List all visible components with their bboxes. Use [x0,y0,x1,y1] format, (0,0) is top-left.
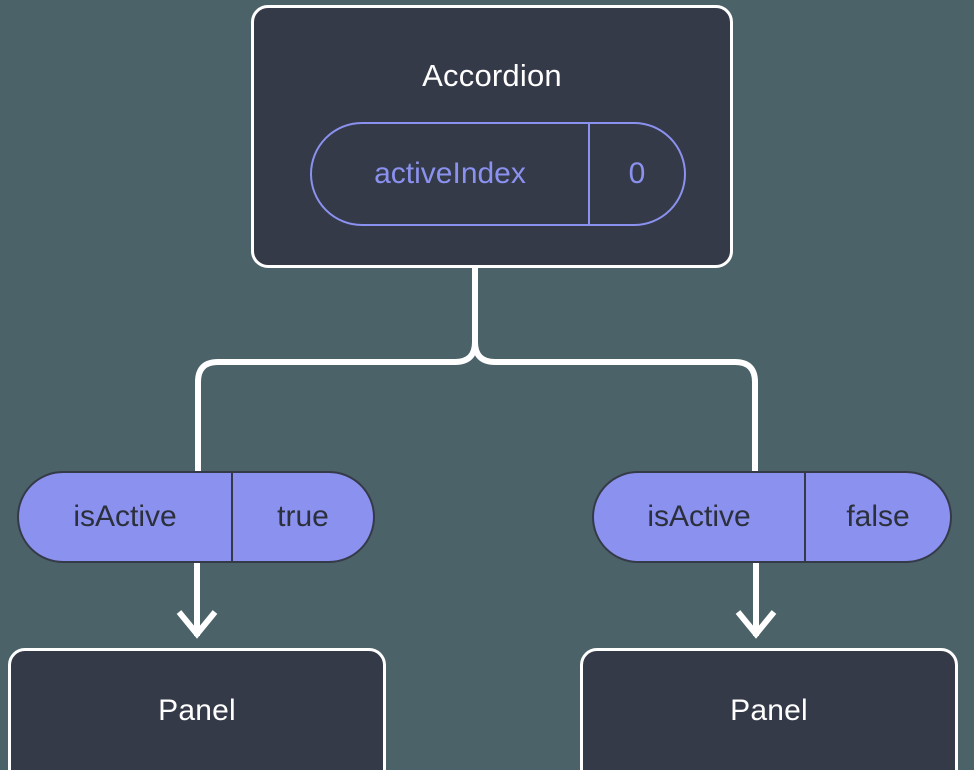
prop-pill-value: false [846,500,910,533]
prop-pill-key: isActive [19,473,233,561]
component-node-panel-left[interactable]: Panel [8,648,386,770]
fork-branch-left [195,265,478,477]
accordion-title: Accordion [422,58,562,93]
prop-pill-value: true [277,500,329,533]
arrow-down-left [176,560,218,639]
state-pill-value: 0 [628,157,646,190]
prop-pill-is-active-true[interactable]: isActive true [17,471,375,563]
fork-branch-right [472,265,758,477]
state-pill-key: activeIndex [312,124,590,224]
prop-pill-is-active-false[interactable]: isActive false [592,471,952,563]
state-pill-active-index[interactable]: activeIndex 0 [310,122,686,226]
component-node-accordion[interactable]: Accordion activeIndex 0 [251,5,733,268]
arrow-down-right [735,560,777,639]
panel-title: Panel [158,694,236,727]
component-node-panel-right[interactable]: Panel [580,648,958,770]
panel-title: Panel [730,694,808,727]
prop-pill-key: isActive [594,473,806,561]
